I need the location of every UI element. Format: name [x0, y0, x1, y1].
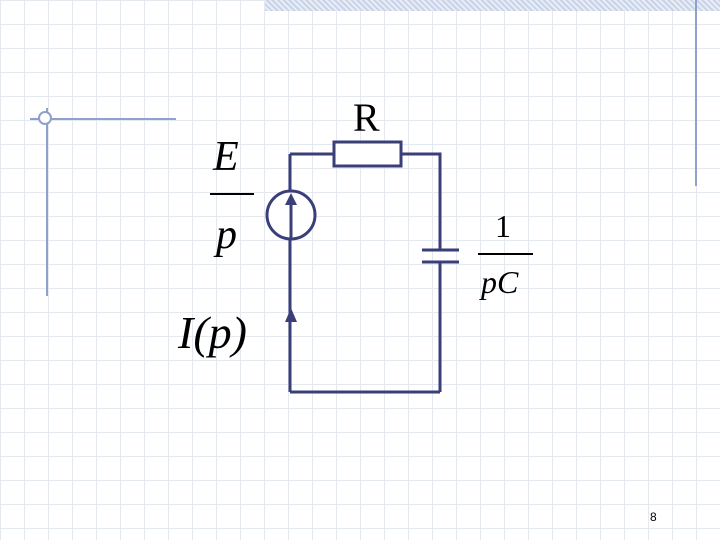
- source-label-numerator: E: [213, 134, 239, 180]
- page-number: 8: [650, 510, 657, 524]
- top-decor-band: [265, 0, 720, 11]
- left-decor-rule-vertical: [46, 108, 48, 296]
- current-label: I(p): [178, 307, 247, 358]
- capacitor-label-numerator: 1: [495, 208, 511, 244]
- left-decor-rule-horizontal: [30, 118, 176, 120]
- source-arrow-head: [285, 193, 297, 205]
- left-decor-ring: [38, 111, 52, 125]
- capacitor-fraction-bar: [478, 253, 533, 255]
- source-label-denominator: p: [216, 212, 237, 258]
- current-arrow-head: [285, 308, 297, 322]
- right-decor-rule: [695, 0, 697, 186]
- source-fraction-bar: [210, 193, 254, 195]
- capacitor-label-denominator: pC: [481, 264, 519, 300]
- resistor-label: R: [353, 95, 380, 140]
- resistor-symbol: [332, 140, 403, 168]
- top-right-wire: [401, 152, 442, 250]
